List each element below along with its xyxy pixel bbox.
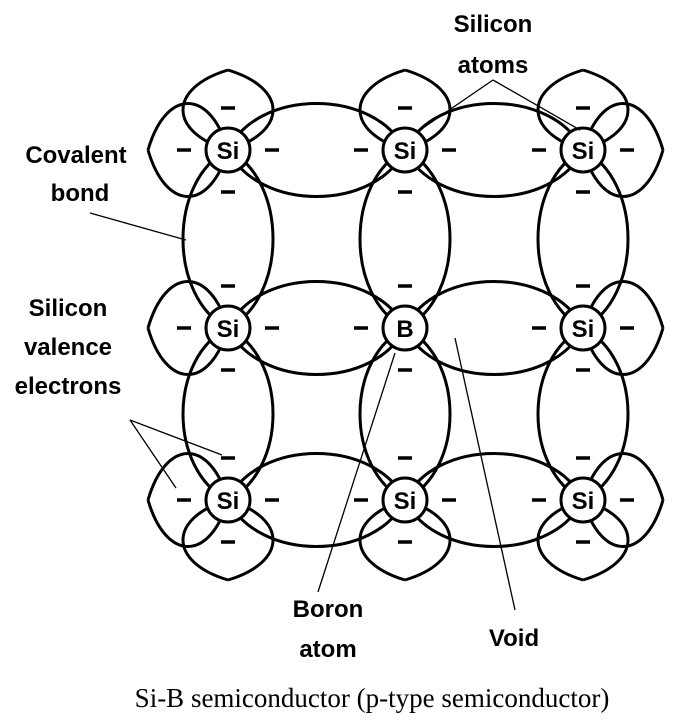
atom-symbol: Si xyxy=(394,138,417,165)
silicon-atoms-label-line-1: Silicon xyxy=(454,11,533,38)
covalent-bond xyxy=(536,148,630,330)
atom-circle xyxy=(381,304,429,352)
covalent-bond xyxy=(403,280,585,376)
atom-symbol: Si xyxy=(572,138,595,165)
covalent-bond-label: Covalent bond xyxy=(25,142,126,207)
covalent-bond xyxy=(358,148,452,330)
atom-circle xyxy=(381,476,429,524)
valence-electrons-leader-2 xyxy=(129,419,177,489)
atom-circle xyxy=(204,476,252,524)
atom-symbol: Si xyxy=(217,138,240,165)
void-label: Void xyxy=(489,625,539,652)
silicon-atom: Si xyxy=(381,476,429,524)
atom-symbol: Si xyxy=(572,488,595,515)
valence-electrons-label-line-3: electrons xyxy=(15,373,122,400)
valence-electrons-label: Silicon valence electrons xyxy=(15,295,122,400)
silicon-atom: Si xyxy=(204,304,252,352)
covalent-bond xyxy=(403,452,585,548)
covalent-bond xyxy=(358,326,452,502)
silicon-atom: Si xyxy=(204,126,252,174)
atom-symbol: Si xyxy=(572,316,595,343)
figure-caption: Si-B semiconductor (p-type semiconductor… xyxy=(135,683,610,713)
covalent-bond xyxy=(536,326,630,502)
atom-circle xyxy=(559,304,607,352)
valence-electrons-label-line-1: Silicon xyxy=(29,295,108,322)
silicon-atom: Si xyxy=(559,304,607,352)
atom-circle xyxy=(559,476,607,524)
boron-atom: B xyxy=(381,304,429,352)
silicon-atoms-leader-2 xyxy=(492,79,581,131)
covalent-bond-leader xyxy=(89,212,187,241)
valence-electrons xyxy=(177,106,634,544)
atom-symbol: Si xyxy=(394,488,417,515)
covalent-bond xyxy=(226,452,407,548)
silicon-atom: Si xyxy=(559,476,607,524)
boron-atom-leader xyxy=(317,352,396,593)
atom-symbol: Si xyxy=(217,316,240,343)
covalent-bond-label-line-2: bond xyxy=(51,180,110,207)
covalent-bond xyxy=(226,280,407,376)
void-leader xyxy=(454,337,516,611)
atom-symbol: Si xyxy=(217,488,240,515)
covalent-bond-label-line-1: Covalent xyxy=(25,142,126,169)
covalent-bond xyxy=(403,102,585,198)
atom-circle xyxy=(559,126,607,174)
covalent-bond xyxy=(181,148,275,330)
covalent-bond xyxy=(226,102,407,198)
silicon-atom: Si xyxy=(381,126,429,174)
silicon-atoms-leader-1 xyxy=(419,79,494,131)
atom-circle xyxy=(204,126,252,174)
valence-electrons-leader-1 xyxy=(129,419,223,456)
boron-atom-label: Boron atom xyxy=(293,596,364,663)
boron-atom-label-line-1: Boron xyxy=(293,596,364,623)
silicon-atom: Si xyxy=(204,476,252,524)
atom-circle xyxy=(381,126,429,174)
covalent-bond xyxy=(181,326,275,502)
boron-atom-label-line-2: atom xyxy=(299,636,356,663)
leader-lines xyxy=(89,79,581,611)
atom-symbol: B xyxy=(396,316,413,343)
atom-circle xyxy=(204,304,252,352)
silicon-atom: Si xyxy=(559,126,607,174)
valence-electrons-label-line-2: valence xyxy=(24,334,112,361)
silicon-atoms-label-line-2: atoms xyxy=(458,52,529,79)
silicon-atoms-label: Silicon atoms xyxy=(454,11,533,79)
